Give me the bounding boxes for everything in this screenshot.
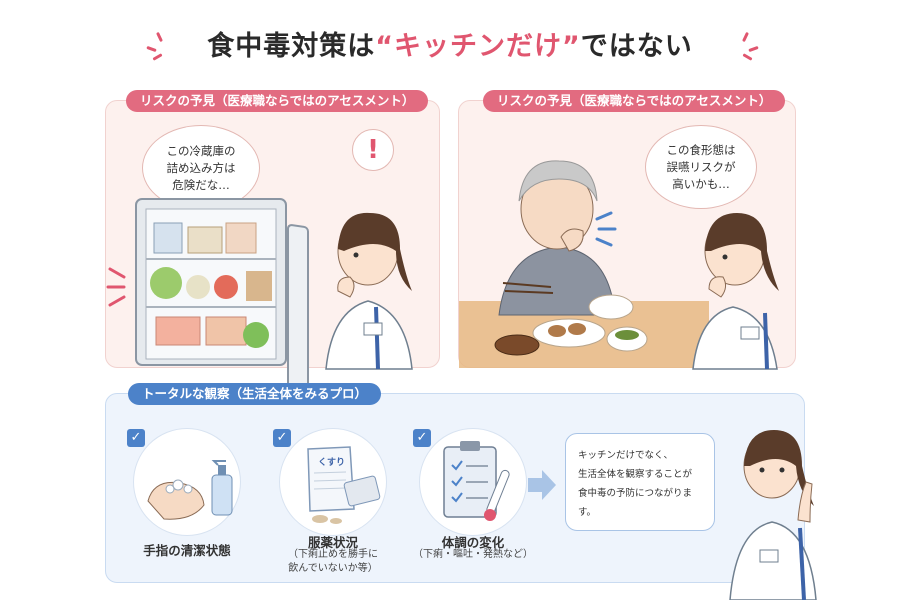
- item-note-medicine-2: 飲んでいないか等）: [288, 563, 378, 574]
- nurse-figure-pointing: [729, 430, 817, 600]
- message-line: 生活全体を観察することが: [578, 469, 693, 480]
- nurse-figure-right: [692, 213, 779, 370]
- panel-risk-fridge: リスクの予見（医療職ならではのアセスメント） この冷蔵庫の 詰め込み方は 危険だ…: [105, 90, 440, 394]
- alert-lines-icon: [106, 267, 126, 307]
- clipboard-icon: [443, 441, 497, 518]
- fridge-illustration: [106, 198, 413, 394]
- page-title: 食中毒対策は“キッチンだけ”ではない: [0, 24, 900, 63]
- title-accent: “キッチンだけ”: [375, 31, 581, 62]
- medicine-icon: [307, 446, 381, 524]
- panel-label-right: リスクの予見（医療職ならではのアセスメント）: [483, 90, 786, 112]
- check-icon: ✓: [127, 429, 145, 447]
- sparkle-icon-right: [732, 31, 759, 62]
- bubble-line: この食形態は: [666, 142, 736, 157]
- hand-wash-circle: [133, 428, 241, 536]
- bubble-line: 詰め込み方は: [166, 160, 236, 175]
- hand-wash-icon: [147, 460, 233, 520]
- bubble-line: 高いかも…: [672, 176, 730, 191]
- item-note-condition: （下痢・嘔吐・発熱など）: [413, 549, 533, 560]
- check-icon: ✓: [413, 429, 431, 447]
- thought-bubble-right: この食形態は 誤嚥リスクが 高いかも…: [645, 125, 757, 209]
- cough-lines-icon: [595, 211, 617, 247]
- bubble-line: この冷蔵庫の: [166, 143, 236, 158]
- thermometer-icon: [484, 469, 510, 521]
- summary-message: キッチンだけでなく、 生活全体を観察することが 食中毒の予防につながります。: [565, 433, 715, 531]
- medicine-circle: くすり: [279, 428, 387, 536]
- panel-label-left: リスクの予見（医療職ならではのアセスメント）: [126, 90, 429, 112]
- message-line: 食中毒の予防につながります。: [578, 488, 693, 518]
- arrow-right-icon: [528, 470, 556, 500]
- elderly-figure: [498, 160, 616, 316]
- meal-illustration: [459, 160, 779, 370]
- item-caption-hands: 手指の清潔状態: [143, 543, 231, 558]
- check-icon: ✓: [273, 429, 291, 447]
- title-post: ではない: [580, 31, 693, 62]
- condition-circle: [419, 428, 527, 536]
- medicine-bag-label: くすり: [318, 458, 346, 468]
- title-pre: 食中毒対策は: [207, 31, 376, 62]
- item-caption-condition: 体調の変化: [441, 535, 505, 550]
- message-line: キッチンだけでなく、: [578, 450, 674, 461]
- nurse-figure-left: [325, 212, 413, 370]
- item-caption-medicine: 服薬状況: [307, 535, 358, 550]
- panel-risk-swallow: リスクの予見（医療職ならではのアセスメント）: [458, 90, 796, 370]
- item-note-medicine-1: （下痢止めを勝手に: [288, 549, 378, 560]
- alert-bubble: !: [352, 129, 394, 171]
- bubble-line: 危険だな…: [172, 177, 230, 192]
- bubble-line: 誤嚥リスクが: [666, 159, 736, 174]
- thought-bubble-left: この冷蔵庫の 詰め込み方は 危険だな…: [142, 125, 260, 211]
- panel-label-bottom: トータルな観察（生活全体をみるプロ）: [128, 383, 382, 405]
- alert-icon: !: [367, 135, 379, 165]
